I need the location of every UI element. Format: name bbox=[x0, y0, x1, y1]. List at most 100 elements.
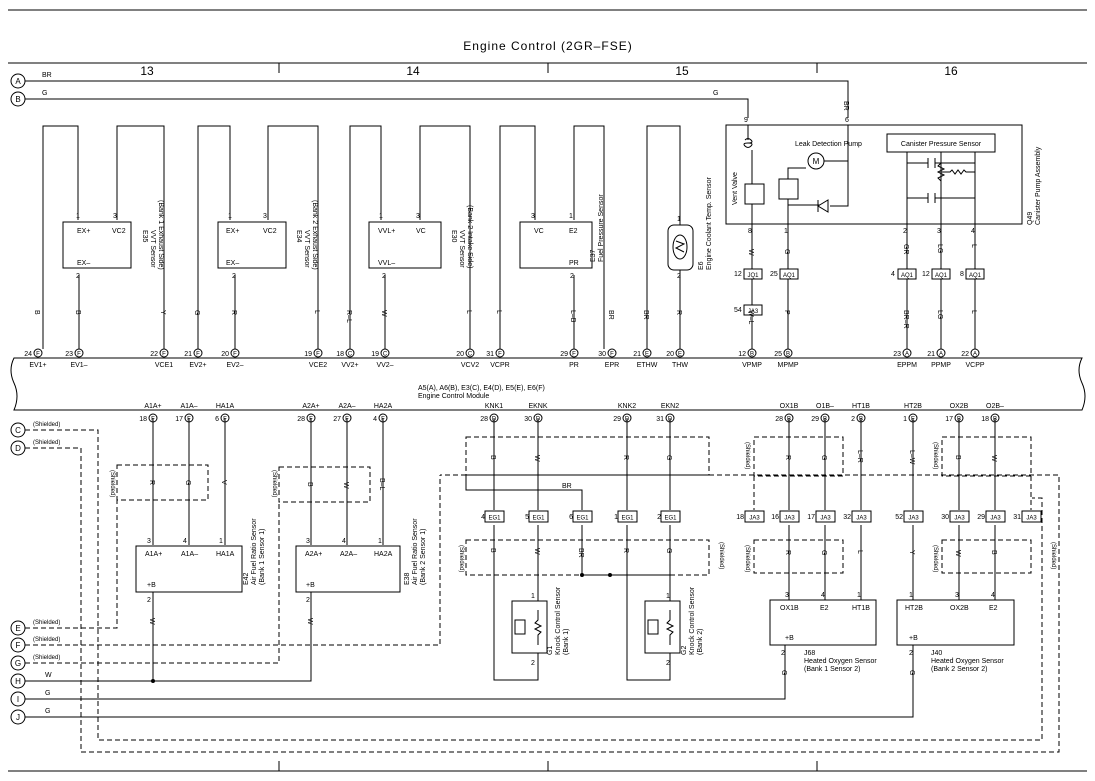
svg-text:12: 12 bbox=[734, 271, 742, 278]
svg-text:B: B bbox=[786, 352, 790, 358]
svg-text:F: F bbox=[572, 352, 576, 358]
svg-text:PR: PR bbox=[569, 260, 579, 267]
ecm-pin: A2A–F27 bbox=[333, 403, 355, 423]
svg-text:A1A–: A1A– bbox=[180, 403, 197, 410]
svg-text:B: B bbox=[489, 455, 496, 460]
svg-text:2: 2 bbox=[570, 273, 574, 280]
svg-text:BR: BR bbox=[42, 72, 52, 79]
svg-text:(Shielded): (Shielded) bbox=[271, 470, 277, 497]
svg-text:G: G bbox=[184, 480, 191, 485]
svg-text:B: B bbox=[15, 95, 20, 104]
svg-text:17: 17 bbox=[175, 416, 183, 423]
svg-text:VV2–: VV2– bbox=[376, 362, 393, 369]
svg-text:O2B–: O2B– bbox=[986, 403, 1004, 410]
svg-text:EPR: EPR bbox=[605, 362, 619, 369]
engine-control-module: A5(A), A6(B), E3(C), E4(D), E5(E), E6(F)… bbox=[10, 357, 1086, 411]
svg-text:E2: E2 bbox=[820, 605, 829, 612]
svg-text:Canister Pump Assembly: Canister Pump Assembly bbox=[1035, 146, 1042, 225]
svg-text:A2A–: A2A– bbox=[338, 403, 355, 410]
svg-text:(Bank 2 Sensor 1): (Bank 2 Sensor 1) bbox=[420, 529, 427, 585]
connector-b: B G bbox=[10, 90, 47, 107]
svg-text:(Shielded): (Shielded) bbox=[932, 442, 938, 469]
svg-text:Y: Y bbox=[908, 550, 915, 555]
svg-text:VC2: VC2 bbox=[112, 228, 126, 235]
svg-text:(Bank 1 Sensor 1): (Bank 1 Sensor 1) bbox=[259, 529, 266, 585]
junction-aq1: 8 AQ1 bbox=[960, 268, 985, 280]
ecm-top-pins: F24EV1+BF23EV1–BF22VCE1YF21EV2+GF20EV2–R… bbox=[24, 310, 985, 369]
svg-text:(Shielded): (Shielded) bbox=[744, 442, 750, 469]
svg-text:P: P bbox=[783, 310, 790, 315]
svg-text:MPMP: MPMP bbox=[778, 362, 799, 369]
svg-text:OX1B: OX1B bbox=[780, 403, 799, 410]
svg-text:4: 4 bbox=[183, 538, 187, 545]
svg-text:2: 2 bbox=[851, 416, 855, 423]
svg-text:3: 3 bbox=[955, 592, 959, 599]
junction-ja3: 54 JA3 bbox=[734, 304, 763, 316]
svg-text:6: 6 bbox=[845, 117, 849, 124]
svg-text:J40: J40 bbox=[931, 650, 942, 657]
svg-text:W: W bbox=[148, 618, 155, 625]
svg-text:2: 2 bbox=[666, 660, 670, 667]
svg-text:5: 5 bbox=[525, 514, 529, 521]
svg-text:20: 20 bbox=[221, 351, 229, 358]
svg-text:VCE1: VCE1 bbox=[155, 362, 173, 369]
svg-text:52: 52 bbox=[895, 514, 903, 521]
svg-text:+B: +B bbox=[147, 582, 156, 589]
svg-text:E: E bbox=[645, 352, 649, 358]
svg-text:HA2A: HA2A bbox=[374, 551, 393, 558]
svg-text:Air Fuel Ratio Sensor: Air Fuel Ratio Sensor bbox=[251, 518, 258, 585]
svg-text:25: 25 bbox=[774, 351, 782, 358]
svg-text:(Shielded): (Shielded) bbox=[109, 470, 115, 497]
svg-text:G1: G1 bbox=[547, 646, 554, 655]
svg-text:W: W bbox=[747, 249, 754, 256]
svg-text:2: 2 bbox=[232, 273, 236, 280]
svg-text:EV2+: EV2+ bbox=[189, 362, 206, 369]
canister-pump-assembly: 9 6 Vent Valve M Leak Detection Pump Can… bbox=[725, 117, 1042, 235]
svg-text:G2: G2 bbox=[681, 646, 688, 655]
svg-text:L: L bbox=[970, 244, 977, 248]
svg-text:ETHW: ETHW bbox=[637, 362, 658, 369]
svg-text:E42: E42 bbox=[243, 572, 250, 585]
sensor-e6: 1 2 E6 Engine Coolant Temp. Sensor bbox=[667, 176, 713, 280]
svg-text:8: 8 bbox=[748, 228, 752, 235]
svg-text:31: 31 bbox=[656, 416, 664, 423]
svg-text:G: G bbox=[15, 659, 21, 668]
svg-text:AQ1: AQ1 bbox=[783, 273, 796, 279]
svg-text:12: 12 bbox=[738, 351, 746, 358]
svg-text:W: W bbox=[380, 310, 387, 317]
svg-text:(Shielded): (Shielded) bbox=[33, 637, 60, 643]
svg-text:EG1: EG1 bbox=[576, 516, 589, 522]
svg-text:C: C bbox=[348, 352, 353, 358]
svg-text:JA3: JA3 bbox=[784, 516, 795, 522]
column-number: 15 bbox=[675, 64, 689, 78]
connector-j: JG bbox=[10, 708, 50, 725]
svg-text:H: H bbox=[15, 677, 21, 686]
svg-text:+B: +B bbox=[785, 635, 794, 642]
svg-text:A: A bbox=[905, 352, 909, 358]
svg-text:J: J bbox=[16, 713, 20, 722]
svg-text:JA3: JA3 bbox=[820, 516, 831, 522]
svg-text:W: W bbox=[306, 618, 313, 625]
svg-text:LG: LG bbox=[936, 244, 943, 253]
junction-aq1: 12 AQ1 bbox=[922, 268, 951, 280]
svg-text:18: 18 bbox=[981, 416, 989, 423]
svg-text:6: 6 bbox=[569, 514, 573, 521]
svg-text:F: F bbox=[498, 352, 502, 358]
svg-text:G: G bbox=[820, 455, 827, 460]
svg-text:31: 31 bbox=[486, 351, 494, 358]
svg-text:EPPM: EPPM bbox=[897, 362, 917, 369]
svg-text:27: 27 bbox=[333, 416, 341, 423]
svg-text:A2A+: A2A+ bbox=[302, 403, 319, 410]
